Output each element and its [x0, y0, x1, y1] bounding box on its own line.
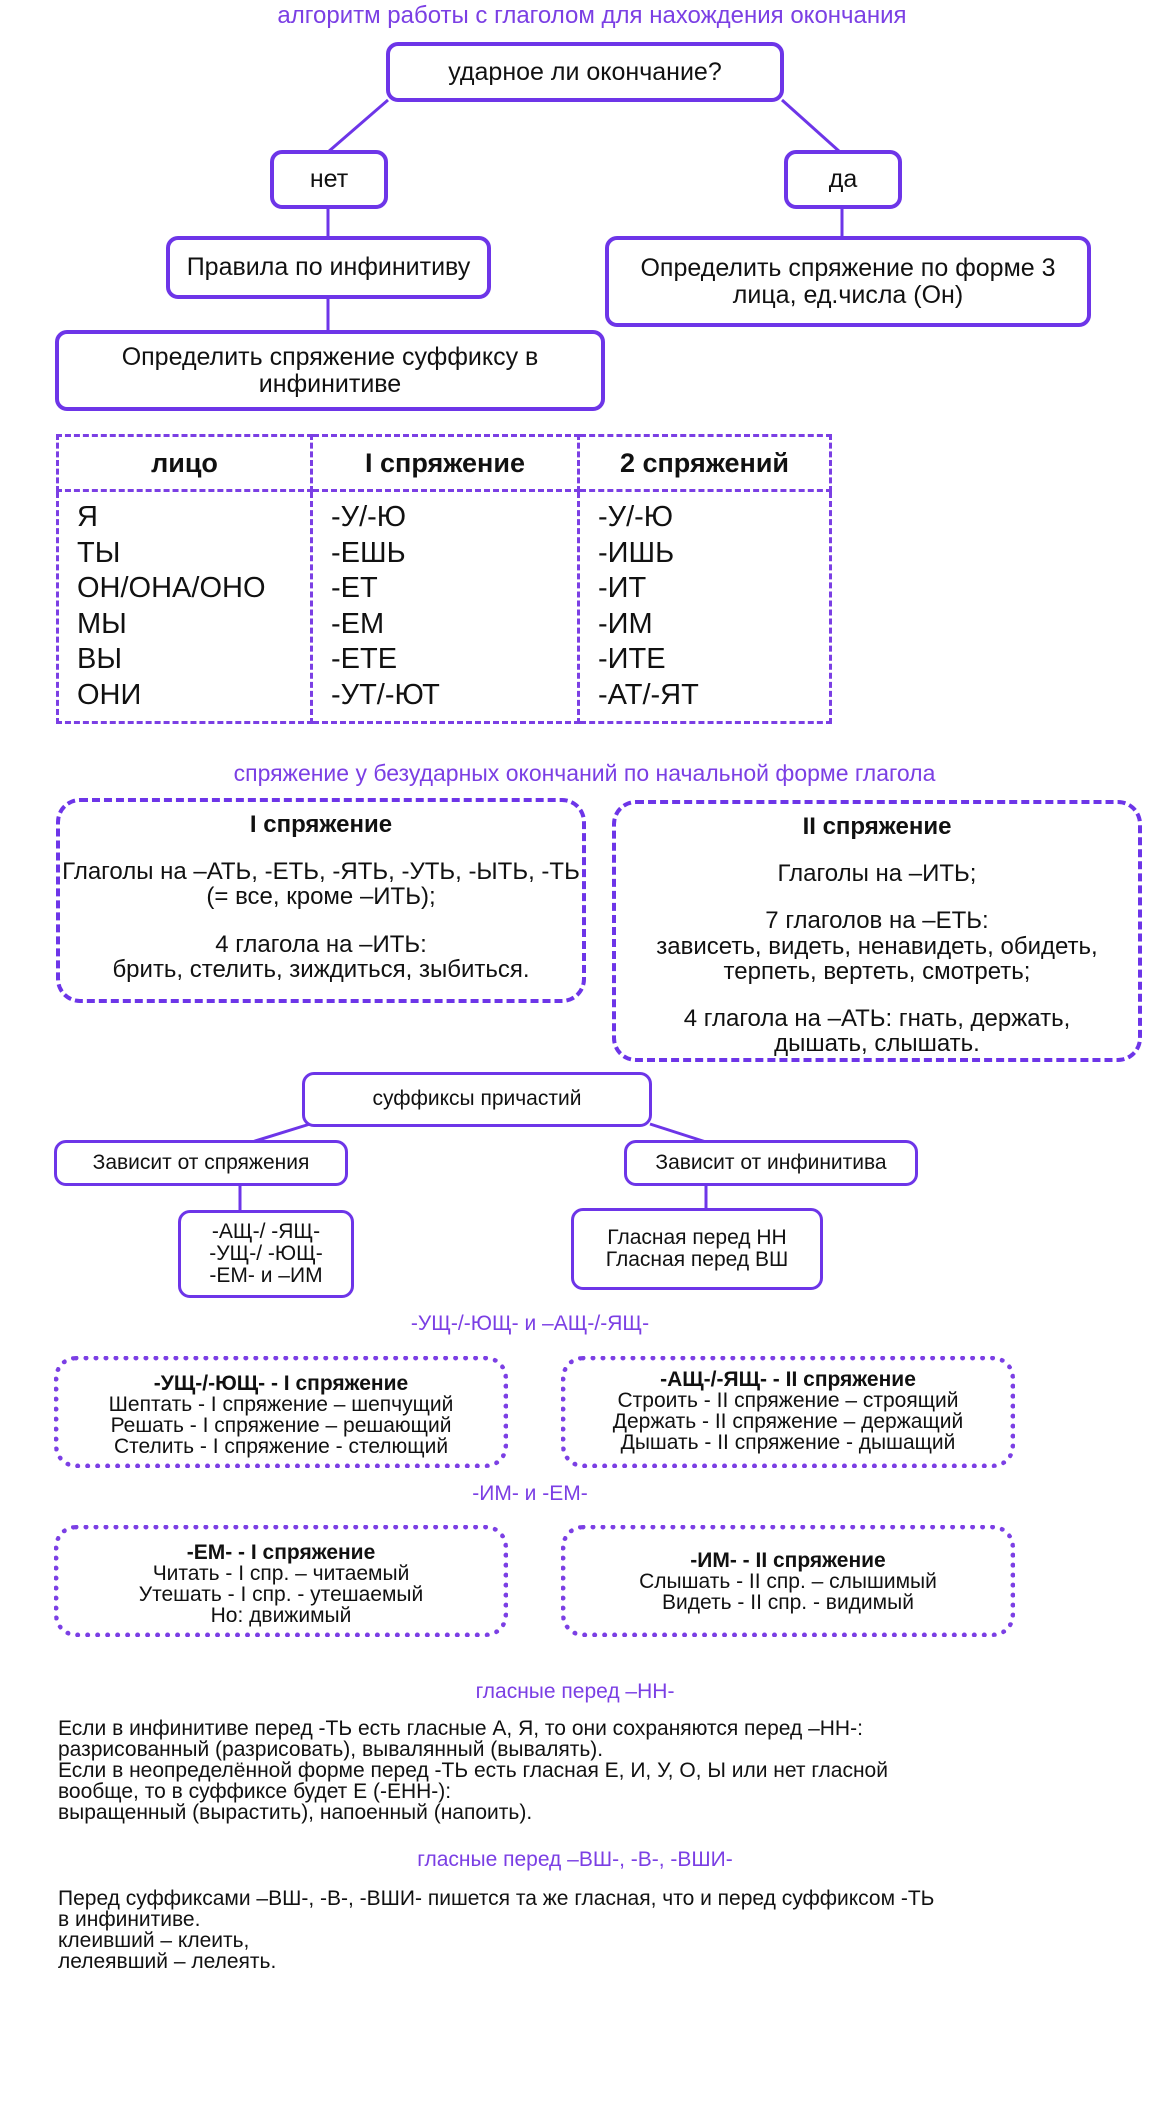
conj1-ending: -ЕТЕ	[331, 643, 398, 675]
suffix-list-box: -АЩ-/ -ЯЩ- -УЩ-/ -ЮЩ- -ЕМ- и –ИМ	[178, 1210, 354, 1298]
participle-suffixes-box: суффиксы причастий	[302, 1072, 652, 1127]
conj2-ending: -ИТЕ	[598, 643, 666, 675]
before-nn-text: Если в инфинитиве перед -ТЬ есть гласные…	[58, 1718, 888, 1823]
conj2-line: Глаголы на –ИТЬ;	[777, 860, 977, 888]
im-box: -ИМ- - II спряжение Слышать - II спр. – …	[561, 1525, 1015, 1637]
text-line: Если в неопределённой форме перед -ТЬ ес…	[58, 1759, 888, 1782]
conj2-column: -У/-Ю -ИШЬ -ИТ -ИМ -ИТЕ -АТ/-ЯТ	[577, 489, 832, 724]
text-line: разрисованный (разрисовать), вывалянный …	[58, 1738, 604, 1761]
ash-heading: -АЩ-/-ЯЩ- - II спряжение	[660, 1368, 916, 1391]
em-example: Но: движимый	[210, 1604, 352, 1627]
ash-example: Держать - II спряжение – держащий	[612, 1410, 964, 1433]
person-row: ОН/ОНА/ОНО	[77, 572, 266, 604]
vowel-item: Гласная перед НН	[607, 1225, 787, 1249]
before-vsh-text: Перед суффиксами –ВШ-, -В-, -ВШИ- пишетс…	[58, 1888, 934, 1972]
person-row: ОНИ	[77, 678, 142, 711]
ush-example: Шептать - I спряжение – шепчущий	[108, 1393, 454, 1416]
im-example: Слышать - II спр. – слышимый	[639, 1570, 937, 1593]
persons-column: Я ТЫ ОН/ОНА/ОНО МЫ ВЫ ОНИ	[56, 489, 313, 724]
ush-example: Решать - I спряжение – решающий	[110, 1414, 452, 1437]
conj2-ending: -У/-Ю	[598, 501, 674, 533]
conj1-rules-box: I спряжение Глаголы на –АТЬ, -ЕТЬ, -ЯТЬ,…	[56, 798, 586, 1003]
before-vsh-title: гласные перед –ВШ-, -В-, -ВШИ-	[417, 1848, 733, 1871]
em-example: Читать - I спр. – читаемый	[152, 1562, 410, 1585]
em-heading: -ЕМ- - I спряжение	[186, 1541, 376, 1564]
conj2-line: дышать, слышать.	[774, 1030, 980, 1058]
algorithm-title: алгоритм работы с глаголом для нахождени…	[277, 2, 907, 29]
conj1-ending: -У/-Ю	[331, 501, 407, 533]
conj1-ending: -ЕМ	[331, 607, 385, 640]
vowel-item: Гласная перед ВШ	[605, 1248, 789, 1271]
ash-example: Дышать - II спряжение - дышащий	[620, 1431, 956, 1454]
ash-example: Строить - II спряжение – строящий	[617, 1389, 959, 1412]
text-line: вообще, то в суффиксе будет Е (-ЕНН-):	[58, 1780, 452, 1803]
im-em-title: -ИМ- и -ЕМ-	[472, 1482, 588, 1505]
conj1-line: (= все, кроме –ИТЬ);	[206, 883, 436, 911]
suffix-box: Определить спряжение суффиксу в инфинити…	[55, 330, 605, 411]
im-example: Видеть - II спр. - видимый	[662, 1591, 914, 1614]
conj2-ending: -АТ/-ЯТ	[598, 678, 699, 711]
text-line: клеивший – клеить,	[58, 1929, 250, 1952]
text-line: Если в инфинитиве перед -ТЬ есть гласные…	[58, 1717, 863, 1740]
person-row: ВЫ	[77, 643, 123, 675]
conj1-ending: -ЕТ	[331, 572, 378, 604]
text-line: в инфинитиве.	[58, 1908, 201, 1931]
person-row: МЫ	[77, 607, 127, 640]
conj2-line: зависеть, видеть, ненавидеть, обидеть,	[656, 932, 1098, 960]
conj1-line: брить, стелить, зиждиться, зыбиться.	[112, 955, 530, 983]
conj1-column: -У/-Ю -ЕШЬ -ЕТ -ЕМ -ЕТЕ -УТ/-ЮТ	[310, 489, 580, 724]
person-row: ТЫ	[77, 536, 121, 569]
question-box: ударное ли окончание?	[386, 42, 784, 102]
conj1-line: Глаголы на –АТЬ, -ЕТЬ, -ЯТЬ, -УТЬ, -ЫТЬ,…	[62, 858, 580, 886]
text-line: выращенный (вырастить), напоенный (напои…	[58, 1801, 533, 1824]
conj2-line: терпеть, вертеть, смотреть;	[723, 957, 1031, 985]
unstressed-title: спряжение у безударных окончаний по нача…	[233, 760, 936, 786]
conj2-heading: II спряжение	[802, 813, 952, 840]
yes-box: да	[784, 150, 902, 209]
conj2-line: 7 глаголов на –ЕТЬ:	[765, 907, 989, 935]
conj1-heading: I спряжение	[249, 811, 393, 838]
person-row: Я	[77, 501, 98, 533]
ush-heading: -УЩ-/-ЮЩ- - I спряжение	[153, 1372, 409, 1395]
suffix-item: -ЕМ- и –ИМ	[209, 1264, 323, 1288]
conj2-ending: -ИТ	[598, 572, 647, 604]
conj1-line: 4 глагола на –ИТЬ:	[215, 930, 427, 958]
ush-example: Стелить - I спряжение - стелющий	[113, 1435, 449, 1458]
em-example: Утешать - I спр. - утешаемый	[138, 1583, 424, 1606]
text-line: лелеявший – лелеять.	[58, 1950, 277, 1973]
suffix-item: -АЩ-/ -ЯЩ-	[211, 1219, 321, 1243]
rules-infinitive-box: Правила по инфинитиву	[166, 236, 491, 299]
em-box: -ЕМ- - I спряжение Читать - I спр. – чит…	[54, 1525, 508, 1637]
header-conj2: 2 спряжений	[577, 434, 832, 492]
ush-box: -УЩ-/-ЮЩ- - I спряжение Шептать - I спря…	[54, 1356, 508, 1468]
conj1-ending: -ЕШЬ	[331, 536, 406, 569]
suffix-item: -УЩ-/ -ЮЩ-	[209, 1241, 323, 1265]
header-conj1: I спряжение	[310, 434, 580, 492]
ush-ash-title: -УЩ-/-ЮЩ- и –АЩ-/-ЯЩ-	[410, 1312, 650, 1335]
ash-box: -АЩ-/-ЯЩ- - II спряжение Строить - II сп…	[561, 1356, 1015, 1468]
conj2-ending: -ИМ	[598, 607, 653, 640]
im-heading: -ИМ- - II спряжение	[690, 1549, 886, 1572]
third-person-box: Определить спряжение по форме 3 лица, ед…	[605, 236, 1091, 327]
depends-inf-box: Зависит от инфинитива	[624, 1140, 918, 1186]
depends-conj-box: Зависит от спряжения	[54, 1140, 348, 1186]
conj2-rules-box: II спряжение Глаголы на –ИТЬ; 7 глаголов…	[612, 800, 1142, 1062]
before-nn-title: гласные перед –НН-	[475, 1680, 675, 1703]
header-person: лицо	[56, 434, 313, 492]
no-box: нет	[270, 150, 388, 209]
text-line: Перед суффиксами –ВШ-, -В-, -ВШИ- пишетс…	[58, 1887, 935, 1910]
endings-table: лицо I спряжение 2 спряжений Я ТЫ ОН/ОНА…	[56, 434, 832, 724]
conj1-ending: -УТ/-ЮТ	[331, 678, 440, 711]
vowel-list-box: Гласная перед НН Гласная перед ВШ	[571, 1208, 823, 1290]
conj2-line: 4 глагола на –АТЬ: гнать, держать,	[683, 1004, 1071, 1032]
conj2-ending: -ИШЬ	[598, 536, 675, 569]
